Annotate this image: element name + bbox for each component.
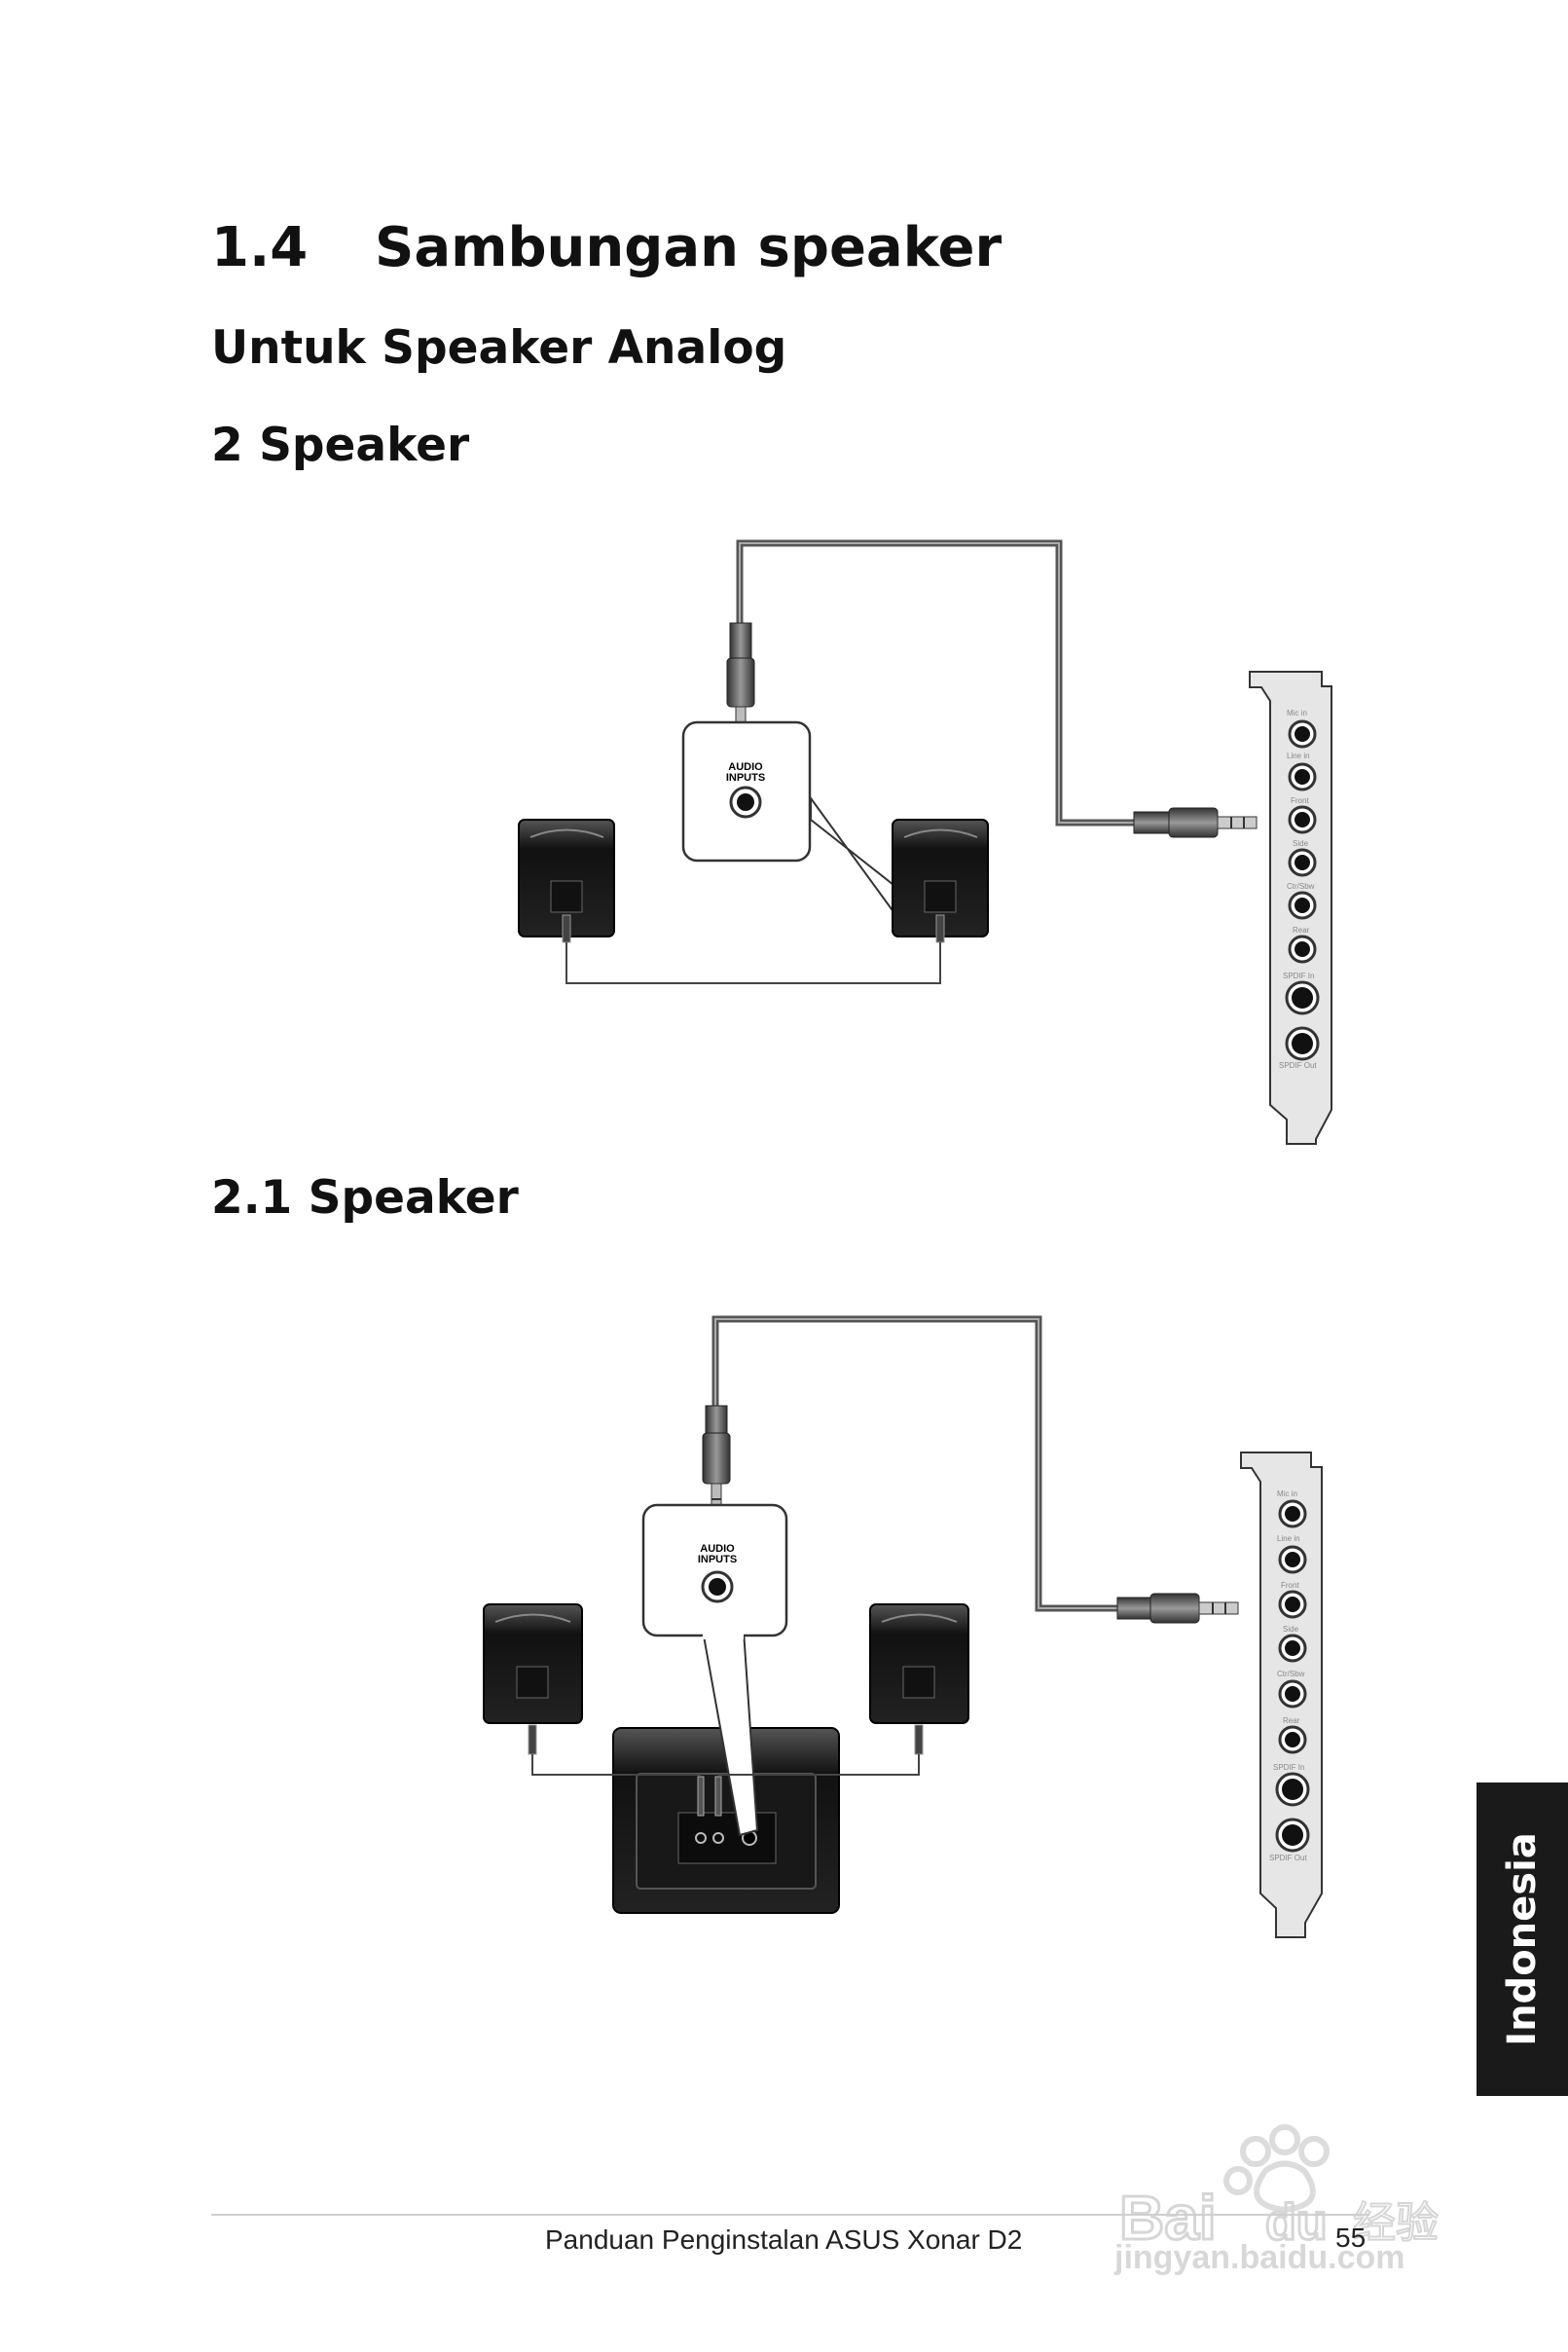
card-port-label: SPDIF Out: [1279, 1061, 1317, 1070]
main-audio-cable: [736, 539, 1139, 827]
speaker-link-cable: [718, 1754, 920, 1776]
card-port-label: Ctr/Sbw: [1287, 882, 1315, 891]
card-port-label: SPDIF Out: [1269, 1854, 1307, 1862]
card-port-label: Ctr/Sbw: [1277, 1670, 1305, 1678]
subsection-title: Untuk Speaker Analog: [211, 321, 787, 375]
audio-inputs-label-line1: AUDIO: [700, 1543, 735, 1555]
two-speaker-heading: 2 Speaker: [211, 419, 470, 472]
left-speaker-icon: [518, 819, 615, 943]
right-speaker-icon: [869, 1603, 969, 1755]
card-port-label: Rear: [1283, 1716, 1300, 1725]
svg-text:du: du: [1265, 2194, 1328, 2251]
right-speaker-icon: [892, 819, 989, 943]
main-audio-cable: [711, 1315, 1121, 1612]
baidu-watermark-logo: Bai du 经验: [1118, 2124, 1440, 2255]
page-number: 55: [1335, 2223, 1367, 2253]
plug-icon: [1116, 1593, 1239, 1624]
watermark-text: jingyan.baidu.com: [1114, 2239, 1405, 2276]
audio-inputs-label-line1: AUDIO: [728, 761, 763, 773]
section-heading: 1.4 Sambungan speaker: [211, 216, 1002, 279]
card-port-label: SPDIF In: [1283, 972, 1314, 980]
two-one-speaker-diagram: AUDIO INPUTS: [483, 1315, 1323, 1938]
left-speaker-icon: [483, 1603, 583, 1755]
card-port-label: Front: [1281, 1581, 1299, 1590]
language-side-tab-label: Indonesia: [1500, 1832, 1545, 2046]
plug-icon: [1133, 807, 1258, 838]
audio-input-jack-icon: [729, 786, 762, 819]
audio-inputs-label-line2: INPUTS: [726, 772, 765, 784]
card-port-label: Line in: [1277, 1534, 1300, 1543]
speaker-link-cable: [531, 1754, 701, 1776]
card-port-label: Mic in: [1287, 709, 1307, 717]
two-speaker-diagram: AUDIO INPUTS: [518, 539, 1332, 1145]
sound-card-bracket-icon: Mic in Line in Front Side Ctr/Sbw Rear S…: [1240, 1452, 1323, 1938]
speaker-link-cable: [565, 942, 941, 984]
audio-inputs-callout: AUDIO INPUTS: [641, 1503, 788, 1837]
card-port-label: Mic in: [1277, 1489, 1297, 1498]
card-port-label: Rear: [1293, 926, 1310, 935]
card-port-label: Side: [1283, 1625, 1299, 1634]
audio-input-jack-icon: [701, 1570, 734, 1603]
two-one-speaker-heading: 2.1 Speaker: [211, 1171, 519, 1225]
section-title: Sambungan speaker: [375, 216, 1003, 279]
section-number: 1.4: [211, 216, 309, 279]
footer-divider: [211, 2214, 1369, 2216]
footer-title: Panduan Penginstalan ASUS Xonar D2: [545, 2224, 1023, 2255]
card-port-label: Front: [1291, 796, 1309, 805]
sound-card-bracket-icon: Mic in Line in Front Side Ctr/Sbw Rear S…: [1249, 671, 1332, 1145]
card-port-label: Line in: [1287, 752, 1310, 760]
card-port-label: SPDIF In: [1273, 1763, 1304, 1772]
svg-text:经验: 经验: [1353, 2198, 1439, 2248]
svg-text:Bai: Bai: [1119, 2183, 1217, 2253]
audio-inputs-label-line2: INPUTS: [698, 1554, 737, 1565]
card-port-label: Side: [1293, 839, 1309, 848]
language-side-tab: Indonesia: [1477, 1782, 1568, 2096]
